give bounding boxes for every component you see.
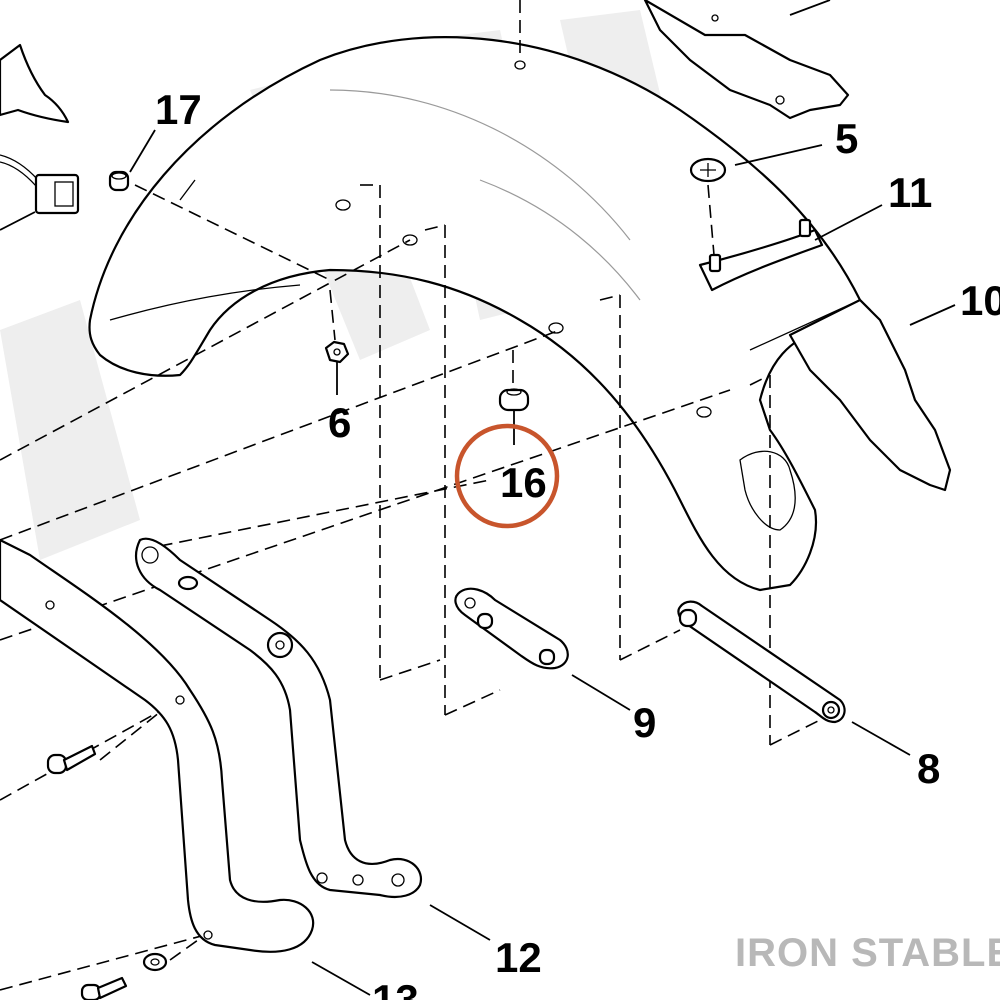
callout-9: 9: [633, 699, 656, 746]
wiring-connector: [0, 154, 80, 215]
callout-5: 5: [835, 115, 858, 162]
washer: [142, 952, 168, 972]
fender-mounting-holes: [335, 60, 712, 418]
watermark-text: IRON STABLE: [735, 931, 1000, 975]
callout-13: 13: [372, 976, 419, 1000]
fender-support-13: [0, 538, 315, 953]
fender-tail-light-recess: [739, 450, 796, 531]
callout-12: 12: [495, 934, 542, 981]
fender-trim-strip: [698, 228, 824, 292]
callout-17: 17: [155, 86, 202, 133]
hex-nut-6: [324, 340, 350, 364]
fender-contour-line: [329, 89, 631, 241]
callout-16: 16: [500, 459, 547, 506]
fender-support-12: [135, 537, 423, 899]
fender-lip: [109, 284, 301, 321]
fender-contour-line: [479, 179, 641, 301]
assembly-lines: [0, 0, 831, 991]
callout-11: 11: [888, 169, 932, 216]
fender-extension: [788, 298, 952, 492]
strut-8: [677, 600, 846, 724]
well-nut-16: [498, 388, 530, 412]
button-head-screw-upper: [46, 744, 97, 775]
callout-8: 8: [917, 745, 940, 792]
seat-fragment: [0, 43, 70, 124]
callout-highlight-ring: [454, 423, 560, 529]
fender-rail-bracket: [643, 0, 850, 120]
fender-detail: [179, 179, 196, 201]
grommet-17: [108, 170, 130, 192]
rear-fender: [88, 36, 872, 592]
button-head-screw-lower: [80, 976, 128, 1002]
support-plate-9: [454, 587, 569, 670]
callout-6: 6: [328, 399, 351, 446]
callout-10: 10: [960, 277, 1000, 324]
